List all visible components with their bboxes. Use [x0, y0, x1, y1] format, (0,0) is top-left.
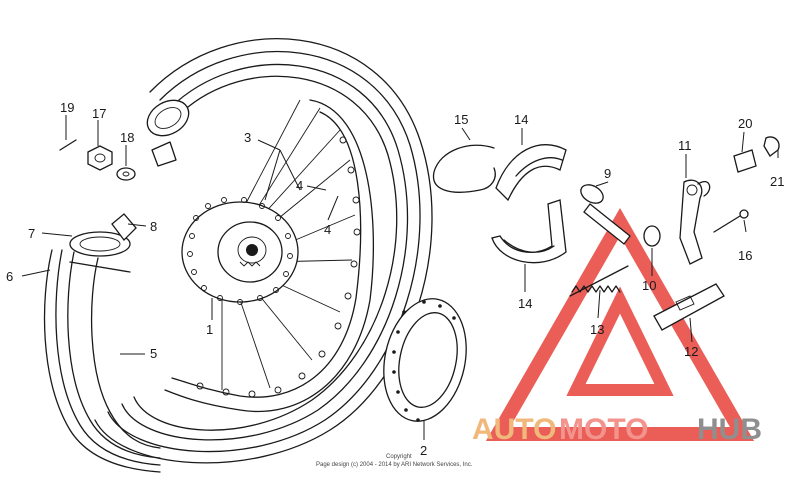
callout-20: 20 — [738, 116, 752, 131]
brake-shoe-lower-lining — [503, 239, 555, 253]
copyright-line: Page design (c) 2004 - 2014 by ARI Netwo… — [316, 462, 473, 468]
spring-clip — [432, 144, 496, 193]
tube-body-inner — [90, 257, 161, 449]
tube-body-rib-2 — [67, 251, 161, 459]
tube-body-outer — [43, 249, 161, 473]
brake-spring-coil — [571, 285, 621, 293]
plate-12 — [653, 283, 725, 331]
watermark-hub: HUB — [697, 413, 762, 446]
callout-10: 10 — [642, 278, 656, 293]
brake-shoe-upper — [495, 144, 567, 202]
leader-lines — [21, 115, 779, 440]
nut-17 — [87, 145, 113, 171]
tube-end-section — [69, 231, 131, 257]
brake-cam — [580, 184, 631, 245]
callout-2: 2 — [420, 443, 427, 458]
callout-11: 11 — [678, 138, 692, 153]
callout-1: 1 — [206, 322, 213, 337]
watermark-logo — [485, 207, 755, 441]
hub-bearing — [237, 236, 267, 264]
callout-16: 16 — [738, 248, 752, 263]
watermark-triangle-outer — [485, 207, 755, 441]
brake-cam-head — [580, 184, 604, 204]
felt-seal — [643, 225, 661, 247]
callout-14-lower: 14 — [518, 296, 532, 311]
brake-shoe-upper-lining — [515, 157, 563, 177]
callout-17: 17 — [92, 106, 106, 121]
callout-6: 6 — [6, 269, 13, 284]
callout-12: 12 — [684, 344, 698, 359]
brake-shoe-lower — [491, 199, 567, 264]
bolt-16 — [713, 209, 749, 233]
tube-valve-stem — [111, 213, 137, 241]
callout-21: 21 — [770, 174, 784, 189]
tube-stub — [151, 141, 177, 167]
spring-clip-ring — [432, 144, 496, 193]
ring-inner — [398, 312, 458, 408]
washer-18-hole — [122, 171, 130, 177]
callout-13: 13 — [590, 322, 604, 337]
tire-tread-3 — [133, 75, 398, 431]
callout-8: 8 — [150, 219, 157, 234]
wheel-assembly — [94, 38, 433, 464]
tire-cut-section — [146, 99, 190, 137]
brake-shoe-upper-body — [495, 144, 567, 202]
tire-tread-1 — [107, 51, 421, 453]
washer-18 — [116, 167, 136, 181]
watermark-text: AUTO MOTO HUB — [472, 413, 762, 446]
tire-cut-inner — [154, 107, 182, 129]
callout-4-lower: 4 — [324, 222, 331, 237]
pin-19 — [59, 139, 77, 151]
callout-9: 9 — [604, 166, 611, 181]
hub-flange-holes — [187, 197, 293, 305]
brake-cam-shaft — [583, 203, 631, 245]
brake-arm-body — [679, 179, 703, 265]
rim-nipple-holes — [196, 136, 361, 398]
callout-5: 5 — [150, 346, 157, 361]
watermark-triangle-inner — [566, 286, 674, 396]
rim-outer — [164, 99, 374, 413]
tube-body-rib-1 — [55, 249, 161, 466]
tire-outer-edge — [94, 38, 433, 464]
brake-shoe-lower-body — [491, 199, 567, 264]
tube-lower-edge — [69, 261, 131, 273]
watermark-auto: AUTO — [472, 413, 556, 446]
callout-14-upper: 14 — [514, 112, 528, 127]
callout-7: 7 — [28, 226, 35, 241]
ring-holes — [392, 300, 456, 422]
cap-20 — [733, 149, 757, 173]
callouts: 19 17 18 3 4 4 8 7 6 1 5 2 15 14 14 9 10… — [6, 100, 784, 458]
plate-12-body — [653, 283, 725, 331]
callout-4-upper: 4 — [296, 178, 303, 193]
brake-arm — [679, 179, 711, 265]
hub-axle-bore — [246, 244, 258, 256]
callout-18: 18 — [120, 130, 134, 145]
callout-3: 3 — [244, 130, 251, 145]
brake-arm-eye — [686, 184, 698, 196]
tire-tread-2 — [121, 63, 409, 441]
tube-assembly — [43, 213, 161, 473]
callout-19: 19 — [60, 100, 74, 115]
tube-end-inner — [79, 236, 121, 252]
watermark-moto: MOTO — [559, 413, 648, 446]
brake-spring — [569, 265, 629, 297]
callout-15: 15 — [454, 112, 468, 127]
hub-splines — [239, 261, 261, 267]
copyright-title: Copyright — [386, 454, 412, 460]
rim-inner — [171, 111, 362, 398]
cap-21 — [763, 136, 780, 157]
brake-panel-ring — [383, 298, 467, 422]
brake-arm-spring — [697, 181, 711, 197]
